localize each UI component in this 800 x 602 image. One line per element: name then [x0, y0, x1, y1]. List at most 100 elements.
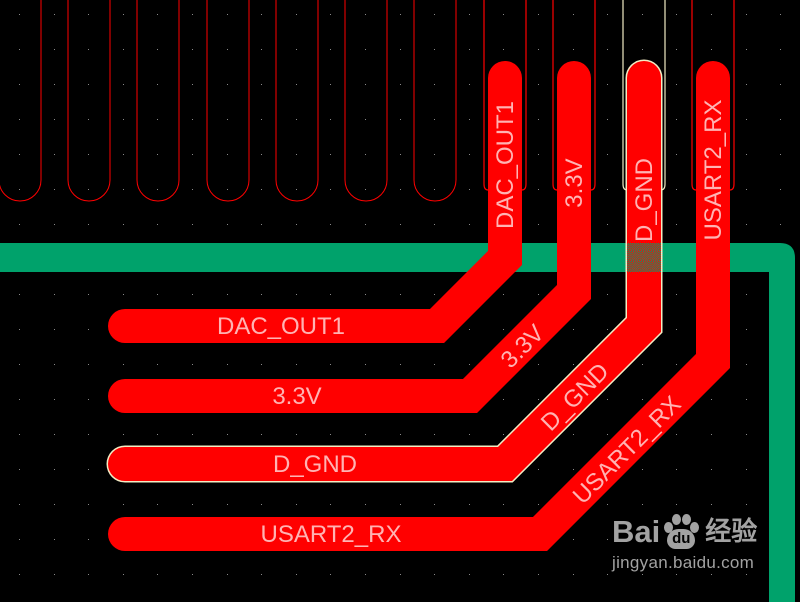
grid-dot — [746, 49, 747, 50]
grid-dot — [676, 434, 677, 435]
unrouted-pad[interactable] — [67, 0, 111, 202]
grid-dot — [746, 84, 747, 85]
unrouted-pad[interactable] — [206, 0, 250, 202]
grid-dot — [330, 224, 331, 225]
grid-dot — [227, 154, 228, 155]
horizontal-label-dac-out1: DAC_OUT1 — [217, 313, 345, 340]
grid-dot — [746, 294, 747, 295]
grid-dot — [192, 364, 193, 365]
pad-outline-3-3v[interactable] — [552, 0, 596, 191]
grid-dot — [503, 14, 504, 15]
grid-dot — [19, 364, 20, 365]
grid-dot — [780, 154, 781, 155]
grid-dot — [746, 469, 747, 470]
grid-dot — [88, 539, 89, 540]
grid-dot — [54, 434, 55, 435]
grid-dot — [261, 504, 262, 505]
grid-dot — [123, 294, 124, 295]
grid-dot — [642, 504, 643, 505]
trace-dac-out1[interactable] — [108, 61, 522, 343]
grid-dot — [54, 399, 55, 400]
grid-dot — [157, 434, 158, 435]
grid-dot — [192, 49, 193, 50]
grid-dot — [157, 84, 158, 85]
grid-dot — [227, 119, 228, 120]
grid-dot — [365, 119, 366, 120]
grid-dot — [365, 574, 366, 575]
unrouted-pad[interactable] — [0, 0, 42, 202]
pad-outline-usart2-rx[interactable] — [691, 0, 735, 191]
grid-dot — [746, 119, 747, 120]
grid-dot — [746, 224, 747, 225]
grid-dot — [642, 399, 643, 400]
grid-dot — [192, 84, 193, 85]
horizontal-label-usart2-rx: USART2_RX — [261, 521, 402, 548]
selection-overlap — [627, 243, 661, 272]
grid-dot — [746, 504, 747, 505]
grid-dot — [746, 364, 747, 365]
grid-dot — [365, 294, 366, 295]
grid-dot — [607, 504, 608, 505]
grid-dot — [400, 364, 401, 365]
grid-dot — [296, 434, 297, 435]
grid-dot — [434, 434, 435, 435]
grid-dot — [296, 84, 297, 85]
grid-dot — [123, 574, 124, 575]
unrouted-pad[interactable] — [344, 0, 388, 202]
grid-dot — [54, 189, 55, 190]
grid-dot — [538, 154, 539, 155]
unrouted-pad[interactable] — [413, 0, 457, 202]
grid-dot — [157, 14, 158, 15]
grid-dot — [676, 574, 677, 575]
grid-dot — [157, 154, 158, 155]
trace-3-3v[interactable] — [108, 61, 591, 413]
grid-dot — [192, 119, 193, 120]
grid-dot — [400, 49, 401, 50]
horizontal-label-3-3v: 3.3V — [272, 383, 321, 410]
pad-outline-dac-out1[interactable] — [483, 0, 527, 191]
grid-dot — [400, 14, 401, 15]
grid-dot — [330, 14, 331, 15]
grid-dot — [642, 539, 643, 540]
grid-dot — [434, 154, 435, 155]
unrouted-pad[interactable] — [136, 0, 180, 202]
unrouted-pad[interactable] — [275, 0, 319, 202]
grid-dot — [54, 14, 55, 15]
grid-dot — [192, 189, 193, 190]
trace-d-gnd[interactable] — [108, 61, 661, 481]
grid-dot — [330, 504, 331, 505]
grid-dot — [538, 294, 539, 295]
trace-usart2-rx[interactable] — [108, 61, 730, 551]
grid-dot — [746, 574, 747, 575]
grid-dot — [538, 224, 539, 225]
grid-dot — [469, 84, 470, 85]
grid-dot — [538, 49, 539, 50]
grid-dot — [296, 574, 297, 575]
grid-dot — [503, 294, 504, 295]
grid-dot — [157, 189, 158, 190]
grid-dot — [227, 84, 228, 85]
grid-dot — [296, 189, 297, 190]
grid-dot — [19, 469, 20, 470]
grid-dot — [538, 504, 539, 505]
grid-dot — [573, 469, 574, 470]
grid-dot — [296, 154, 297, 155]
grid-dot — [19, 399, 20, 400]
grid-dot — [503, 399, 504, 400]
grid-dot — [711, 504, 712, 505]
grid-dot — [711, 539, 712, 540]
grid-dot — [88, 364, 89, 365]
grid-dot — [123, 84, 124, 85]
grid-dot — [261, 294, 262, 295]
grid-dot — [746, 14, 747, 15]
grid-dot — [296, 119, 297, 120]
grid-dot — [469, 504, 470, 505]
grid-dot — [123, 504, 124, 505]
grid-dot — [434, 504, 435, 505]
grid-dot — [365, 364, 366, 365]
grid-dot — [365, 189, 366, 190]
grid-dot — [607, 189, 608, 190]
watermark-brand-cn: 经验 — [705, 516, 758, 546]
grid-dot — [296, 49, 297, 50]
